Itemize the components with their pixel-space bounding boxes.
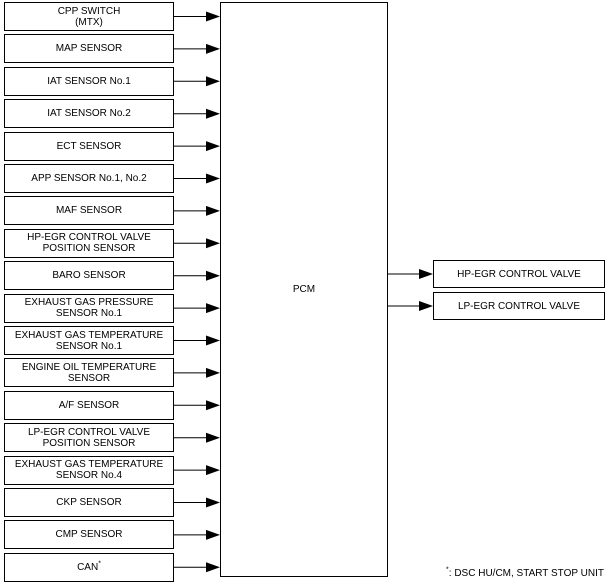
- input-label-line1: IAT SENSOR No.1: [47, 75, 131, 87]
- input-arrow-head: [206, 173, 220, 184]
- input-box: IAT SENSOR No.1: [4, 66, 174, 96]
- input-label-line2: SENSOR: [67, 372, 111, 384]
- input-arrow-head: [206, 497, 220, 508]
- input-box: IAT SENSOR No.2: [4, 99, 174, 129]
- input-box: CMP SENSOR: [4, 520, 174, 550]
- footnote-mark: *: [446, 566, 449, 574]
- input-label: IAT SENSOR No.1: [47, 76, 131, 87]
- input-arrow-head: [206, 400, 220, 411]
- input-label-line1: CKP SENSOR: [56, 497, 122, 508]
- input-arrow-head: [206, 432, 220, 443]
- input-label: BARO SENSOR: [52, 270, 125, 281]
- input-label-line1: LP-EGR CONTROL VALVE: [27, 426, 151, 438]
- input-box: CPP SWITCH(MTX): [4, 2, 174, 31]
- input-label: CKP SENSOR: [56, 497, 121, 508]
- input-box: CAN*: [4, 552, 174, 582]
- input-arrow-head: [206, 205, 220, 216]
- input-label-line2: SENSOR No.1: [55, 340, 123, 352]
- input-label: A/F SENSOR: [59, 400, 120, 411]
- input-arrow-head: [206, 335, 220, 346]
- input-label: CMP SENSOR: [55, 529, 122, 540]
- input-arrow-head: [206, 465, 220, 476]
- input-label-line1: BARO SENSOR: [52, 270, 126, 282]
- input-label: ECT SENSOR: [57, 141, 122, 152]
- output-arrow-head: [419, 301, 433, 311]
- input-box: CKP SENSOR: [4, 488, 174, 517]
- input-arrow-head: [206, 562, 220, 573]
- output-arrow-head: [419, 269, 433, 279]
- input-box: MAP SENSOR: [4, 34, 174, 64]
- input-label-line1: CAN: [77, 561, 99, 573]
- input-arrow-head: [206, 141, 220, 152]
- input-arrow-head: [206, 76, 220, 87]
- input-label-line1: ECT SENSOR: [56, 140, 122, 152]
- input-arrow-head: [206, 367, 220, 378]
- input-box: ECT SENSOR: [4, 131, 174, 161]
- input-label-line1: IAT SENSOR No.2: [47, 108, 131, 120]
- input-label: CPP SWITCH(MTX): [58, 6, 121, 28]
- input-label-line1: EXHAUST GAS TEMPERATURE: [14, 329, 164, 341]
- input-label-line1: CMP SENSOR: [55, 529, 123, 541]
- input-label-line2: (MTX): [75, 16, 103, 28]
- input-label-line1: MAF SENSOR: [55, 205, 123, 217]
- input-box: MAF SENSOR: [4, 196, 174, 226]
- output-box: HP-EGR CONTROL VALVE: [433, 260, 605, 288]
- input-arrow-head: [206, 303, 220, 314]
- input-arrow-head: [206, 529, 220, 540]
- input-label: IAT SENSOR No.2: [47, 108, 131, 119]
- input-arrow-head: [206, 43, 220, 54]
- input-label: MAF SENSOR: [56, 205, 122, 216]
- input-label-line1: APP SENSOR No.1, No.2: [31, 173, 147, 184]
- input-label: APP SENSOR No.1, No.2: [31, 173, 146, 184]
- input-box: A/F SENSOR: [4, 390, 174, 420]
- pcm-block: PCM: [220, 2, 388, 577]
- output-box: LP-EGR CONTROL VALVE: [433, 292, 605, 320]
- input-label-line1: EXHAUST GAS PRESSURE: [24, 297, 154, 309]
- input-label-line1: ENGINE OIL TEMPERATURE: [21, 361, 157, 373]
- input-box: APP SENSOR No.1, No.2: [4, 164, 174, 193]
- input-label: CAN*: [77, 560, 101, 573]
- input-label: MAP SENSOR: [56, 43, 123, 54]
- input-label-line2: SENSOR No.4: [55, 470, 123, 482]
- input-label-line1: EXHAUST GAS TEMPERATURE: [14, 459, 164, 471]
- footnote-text: : DSC HU/CM, START STOP UNIT: [448, 568, 604, 579]
- output-label: LP-EGR CONTROL VALVE: [457, 300, 581, 312]
- pcm-label: PCM: [292, 284, 316, 295]
- input-label-line1: HP-EGR CONTROL VALVE: [27, 232, 151, 244]
- input-label-line2: POSITION SENSOR: [42, 437, 136, 449]
- input-arrow-head: [206, 270, 220, 281]
- input-label-line2: POSITION SENSOR: [42, 243, 136, 255]
- input-label-line1: A/F SENSOR: [58, 399, 120, 411]
- footnote: *: DSC HU/CM, START STOP UNIT: [446, 566, 604, 579]
- input-arrow-head: [206, 108, 220, 119]
- input-label-line1: CPP SWITCH: [57, 5, 121, 17]
- input-arrow-head: [206, 11, 220, 22]
- input-label-line2: SENSOR No.1: [55, 308, 123, 320]
- input-label-line1: MAP SENSOR: [55, 43, 123, 55]
- input-arrow-head: [206, 238, 220, 249]
- input-label-sup: *: [98, 560, 101, 568]
- output-label: HP-EGR CONTROL VALVE: [457, 268, 581, 280]
- input-box: BARO SENSOR: [4, 261, 174, 291]
